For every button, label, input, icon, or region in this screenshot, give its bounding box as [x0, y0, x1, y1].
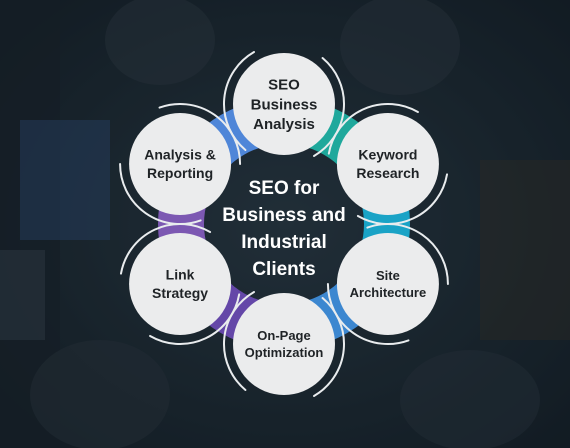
node-label-line: On-Page [257, 328, 310, 343]
node-outline-rings [119, 51, 449, 397]
node-ring-arc-4-a [223, 291, 255, 391]
node-circle [233, 53, 335, 155]
node-label-line: Research [356, 165, 419, 181]
cycle-nodes: SEOBusinessAnalysisKeywordResearchSiteAr… [129, 53, 439, 395]
node-label-line: SEO [268, 76, 300, 93]
center-title-line-3: Industrial [241, 232, 327, 253]
node-label-line: Link [166, 267, 195, 283]
node-label-line: Keyword [358, 147, 417, 163]
node-label-line: Optimization [245, 345, 324, 360]
center-title-line-1: SEO for [249, 178, 320, 199]
node-ring-arc-6-b [119, 163, 202, 225]
node-label-line: Analysis [253, 116, 315, 133]
node-label-line: Strategy [152, 285, 208, 301]
node-ring-arc-2-b [327, 103, 419, 155]
center-title-line-4: Clients [252, 259, 315, 280]
node-label-line: Analysis & [144, 147, 216, 163]
node-ring-arc-6-a [158, 103, 242, 165]
node-label-line: Architecture [350, 285, 427, 300]
node-circle [233, 293, 335, 395]
node-circle [336, 113, 439, 215]
node-circle [336, 233, 439, 335]
node-ring-arc-2-a [356, 173, 449, 225]
node-circle [129, 233, 232, 335]
node-label-line: Reporting [147, 165, 213, 181]
node-circle [129, 113, 232, 215]
node-label-line: Site [376, 268, 400, 283]
center-title: SEO for Business and Industrial Clients [222, 178, 346, 280]
node-ring-arc-3-b [366, 223, 449, 285]
node-ring-arc-5-b [149, 293, 241, 345]
cycle-node-6: Analysis & Reporting [129, 113, 232, 215]
center-title-line-2: Business and [222, 205, 346, 226]
node-ring-arc-5-a [119, 223, 212, 275]
node-ring-arc-1-a [313, 57, 345, 157]
node-ring-arc-3-a [326, 283, 410, 345]
node-label-line: Business [251, 96, 318, 113]
node-ring-arc-4-b [313, 297, 345, 397]
